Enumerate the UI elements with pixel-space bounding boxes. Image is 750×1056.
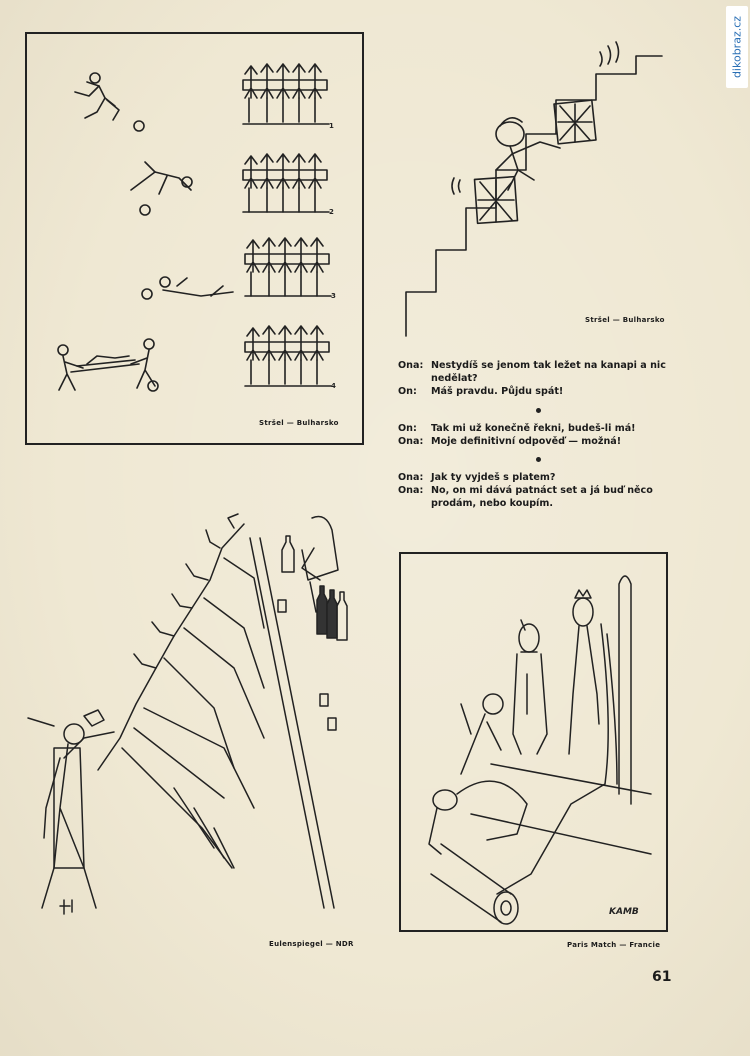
motion-lines [451, 41, 620, 195]
bar-drawing [27, 513, 348, 915]
dialogue-line: Ona: Jak ty vyjdeš s platem? [398, 471, 688, 484]
barmaid [301, 515, 339, 613]
bar-counter-edge [259, 537, 335, 909]
football-drawing: 1 2 3 4 [57, 63, 336, 392]
kneeling-man [428, 780, 528, 855]
speaker-label: On: [398, 422, 417, 434]
dialogue-line: On: Tak mi už konečně řekni, budeš-li má… [398, 422, 688, 435]
doorway [618, 575, 632, 805]
watermark-text: dikobraz.cz [730, 15, 744, 79]
fallen-figure [159, 276, 234, 297]
floor-lines [470, 763, 652, 855]
cartoon-football: 1 2 3 4 Stršel — Bulharsko [25, 32, 364, 445]
utterance: Tak mi už konečně řekni, budeš-li má! [431, 422, 636, 434]
joke-block: Ona: Jak ty vyjdeš s platem? Ona: No, on… [398, 471, 688, 511]
soldier-figure [460, 693, 504, 775]
jokes-column: Ona: Nestydíš se jenom tak ležet na kana… [398, 359, 688, 511]
utterance: Moje definitivní odpověď — možná! [431, 435, 622, 447]
cartoon-credit: Stršel — Bulharsko [585, 316, 665, 324]
staircase [405, 55, 663, 337]
dialogue-line: Ona: No, on mi dává patnáct set a já buď… [398, 484, 688, 510]
climbing-man [495, 117, 561, 191]
cartoon-credit: Stršel — Bulharsko [259, 419, 339, 427]
cartoon-credit: Eulenspiegel — NDR [269, 940, 354, 948]
joke-block: Ona: Nestydíš se jenom tak ležet na kana… [398, 359, 688, 399]
player-wall-2 [242, 153, 330, 213]
diving-figure [130, 161, 193, 195]
carpet-drawing: KAMB [428, 575, 652, 925]
glasses [277, 599, 337, 731]
red-carpet [496, 623, 609, 895]
cartoon-carpet: KAMB [399, 552, 668, 932]
bottles [281, 535, 348, 641]
artist-signature [59, 899, 73, 915]
kicker-figure [74, 72, 120, 121]
panel-number: 4 [331, 382, 336, 390]
panel-number: 1 [329, 122, 334, 130]
player-wall-3 [244, 237, 332, 297]
player-wall-1 [242, 63, 330, 125]
watermark-badge[interactable]: dikobraz.cz [726, 6, 748, 88]
pulling-man [27, 717, 115, 909]
carpet-roll [430, 843, 519, 925]
cartoon-bar: Eulenspiegel — NDR [24, 508, 364, 953]
speaker-label: Ona: [398, 485, 424, 497]
utterance: Jak ty vyjdeš s platem? [431, 472, 556, 484]
speaker-label: Ona: [398, 435, 424, 447]
speaker-label: Ona: [398, 360, 424, 371]
page-number: 61 [652, 969, 672, 985]
cartoon-stairs: Stršel — Bulharsko [400, 30, 680, 340]
joke-block: On: Tak mi už konečně řekni, budeš-li má… [398, 422, 688, 448]
speaker-label: On: [398, 386, 417, 398]
speaker-label: Ona: [398, 472, 424, 484]
cartoon-credit: Paris Match — Francie [567, 941, 661, 949]
ball [139, 204, 151, 216]
bullet-separator [536, 457, 541, 463]
utterance: Máš pravdu. Půjdu spát! [431, 386, 564, 398]
dialogue-line: Ona: Nestydíš se jenom tak ležet na kana… [398, 359, 688, 385]
stretcher-scene [57, 338, 159, 392]
bullet-separator [536, 407, 541, 413]
panel-number: 3 [331, 292, 336, 300]
dialogue-line: On: Máš pravdu. Půjdu spát! [398, 385, 688, 398]
queen-figure [568, 589, 600, 755]
player-wall-4 [244, 325, 332, 387]
ball [141, 288, 153, 300]
panel-number: 2 [329, 208, 334, 216]
king-figure [512, 619, 548, 755]
paintings [473, 99, 597, 225]
bar-counter-edge [249, 537, 325, 909]
stairs-drawing [405, 41, 663, 337]
red-carpet-edge [606, 633, 618, 785]
ball [133, 120, 145, 132]
dialogue-line: Ona: Moje definitivní odpověď — možná! [398, 435, 688, 448]
utterance: No, on mi dává patnáct set a já buď něco… [431, 485, 653, 510]
leaning-drinkers [83, 513, 265, 869]
artist-signature: KAMB [609, 907, 639, 917]
utterance: Nestydíš se jenom tak ležet na kanapi a … [431, 360, 666, 385]
